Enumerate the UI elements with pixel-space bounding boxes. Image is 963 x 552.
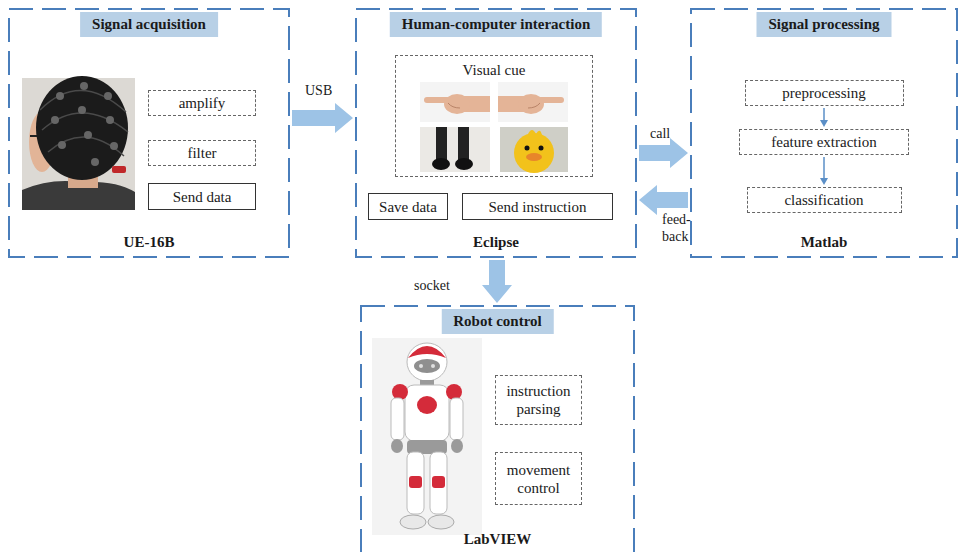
box-label: Send data: [173, 188, 232, 206]
panel-footer: Eclipse: [473, 234, 519, 251]
panel-title: Signal processing: [757, 12, 892, 37]
block-arrow: [292, 103, 353, 133]
arrow-head: [820, 120, 828, 127]
box-label: feature extraction: [771, 133, 876, 151]
box-label: preprocessing: [782, 84, 865, 102]
block-arrow: [639, 185, 688, 215]
panel-border: [691, 9, 957, 257]
panel-title: Robot control: [441, 309, 553, 334]
process-box: feature extraction: [739, 129, 909, 155]
panel-title: Signal acquisition: [80, 12, 218, 37]
flow-arrow: [820, 157, 828, 185]
box-label: Visual cue: [463, 61, 526, 79]
eeg-cap-photo: [22, 76, 135, 210]
panel-border: [9, 9, 289, 257]
process-box: filter: [148, 140, 256, 166]
block-arrow: [639, 138, 688, 168]
box-label: amplify: [179, 94, 226, 112]
box-label: filter: [187, 144, 216, 162]
block-arrow-shape: [482, 260, 512, 303]
box-label: Save data: [379, 198, 437, 216]
box-label: movement control: [502, 461, 575, 497]
flow-arrow: [820, 108, 828, 127]
block-arrow: [482, 260, 512, 303]
block-arrow-shape: [639, 185, 688, 215]
process-box: Visual cue: [395, 55, 593, 177]
box-label: instruction parsing: [502, 382, 575, 418]
process-box: movement control: [495, 452, 582, 505]
duck-photo: [500, 127, 568, 173]
edge-label: socket: [414, 278, 450, 295]
flow-line: [823, 108, 825, 121]
block-arrow-shape: [639, 138, 688, 168]
panel-footer: Matlab: [801, 234, 848, 251]
process-box: preprocessing: [745, 80, 904, 106]
module-panel: Signal processingMatlab preprocessing feat…: [690, 8, 958, 258]
module-panel: Robot controlLabVIEW instruction parsing m…: [360, 305, 635, 552]
process-box: amplify: [148, 90, 256, 116]
flow-line: [823, 157, 825, 179]
panel-footer: UE-16B: [124, 234, 175, 251]
box-label: classification: [784, 191, 863, 209]
hand-left-photo: [420, 82, 490, 122]
panel-border: [361, 306, 634, 552]
process-box: Send data: [148, 183, 256, 210]
panel-title: Human-computer interaction: [390, 12, 602, 37]
panel-footer: LabVIEW: [464, 531, 532, 548]
edge-label: call: [650, 126, 670, 143]
panel-border: [356, 9, 636, 257]
feet-photo: [420, 127, 490, 172]
panel-outline: [355, 8, 637, 258]
edge-label: feed-back: [662, 212, 691, 246]
process-box: instruction parsing: [495, 375, 582, 425]
process-box: Save data: [368, 193, 448, 220]
robot-photo: [372, 338, 482, 535]
block-arrow-shape: [292, 103, 353, 133]
module-panel: Signal acquisitionUE-16B amplify filterSen…: [8, 8, 290, 258]
process-box: Send instruction: [462, 193, 613, 220]
box-label: Send instruction: [489, 198, 587, 216]
edge-label: USB: [305, 83, 332, 100]
module-panel: Human-computer interactionEclipse Visual …: [355, 8, 637, 258]
panel-outline: [360, 305, 635, 552]
hand-right-photo: [498, 82, 568, 122]
arrow-head: [820, 178, 828, 185]
panel-outline: [690, 8, 958, 258]
panel-outline: [8, 8, 290, 258]
process-box: classification: [747, 187, 902, 213]
